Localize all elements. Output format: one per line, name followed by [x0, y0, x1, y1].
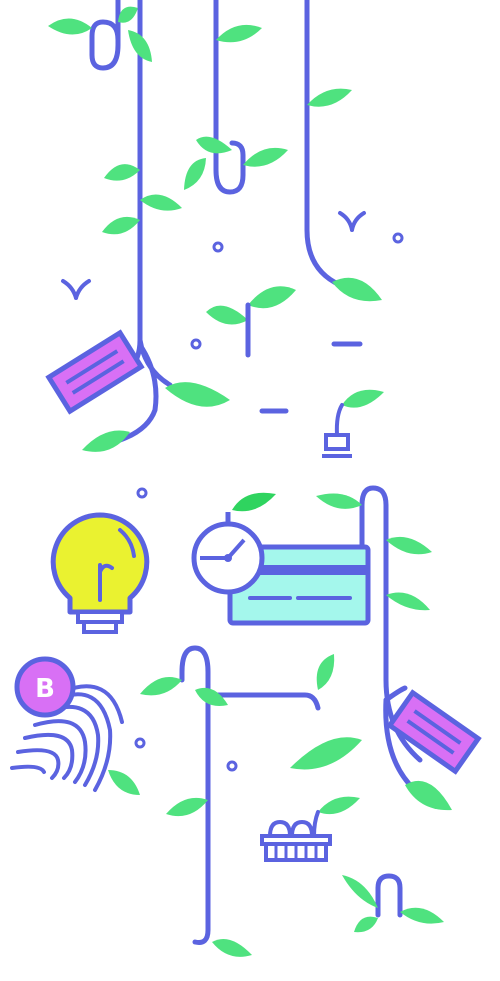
leaves [48, 6, 452, 957]
leaf [118, 6, 138, 23]
leaf [195, 687, 228, 706]
leaf [290, 737, 362, 770]
small-circle [226, 760, 238, 772]
decorations [61, 211, 404, 772]
leaf [318, 796, 360, 815]
small-sprout-mark [338, 211, 366, 232]
vine-stems [89, 0, 423, 945]
leaf [108, 770, 140, 795]
leaf [212, 938, 252, 957]
leaf [386, 592, 430, 611]
coin-badge-icon: B [14, 656, 76, 718]
leaf [48, 18, 92, 35]
leaf [232, 492, 276, 512]
price-tag-icon [386, 689, 482, 775]
small-circle [134, 737, 146, 749]
leaf [248, 286, 296, 309]
leaf [342, 875, 378, 908]
leaf [104, 164, 140, 181]
small-circle [212, 241, 224, 253]
leaf [140, 677, 182, 696]
leaf [316, 493, 362, 509]
leaf [405, 780, 452, 811]
small-circle [190, 338, 202, 350]
leaf [400, 907, 444, 924]
leaf [386, 536, 432, 555]
left-vine-stem [89, 0, 173, 443]
potted-plant-icon [322, 403, 352, 458]
lower-left-vine-stem [179, 645, 321, 945]
leaf [354, 916, 378, 933]
leaf [184, 158, 206, 190]
small-circle [392, 232, 404, 244]
leaf [243, 147, 288, 167]
price-tag-icon [45, 329, 145, 415]
light-bulb-icon [50, 512, 150, 634]
leaf [316, 654, 335, 690]
small-sprout-mark [61, 279, 91, 300]
small-circle [136, 487, 148, 499]
leaf [216, 24, 262, 43]
leaf [128, 30, 152, 62]
leaf [82, 430, 130, 452]
right-vine-stem [304, 0, 343, 288]
middle-vine-stem [213, 0, 246, 195]
leaf [102, 216, 140, 235]
stopwatch-icon [191, 512, 265, 595]
leaf [166, 797, 208, 817]
badge-letter: B [35, 674, 55, 704]
leaf [342, 389, 384, 408]
planter-box-icon [260, 810, 332, 862]
leaf [307, 88, 352, 107]
leaf [196, 136, 232, 154]
leaf [165, 382, 230, 407]
leaf [206, 305, 248, 325]
leaf [332, 277, 382, 302]
bottom-right-loop [375, 873, 403, 918]
leaf [140, 194, 182, 211]
